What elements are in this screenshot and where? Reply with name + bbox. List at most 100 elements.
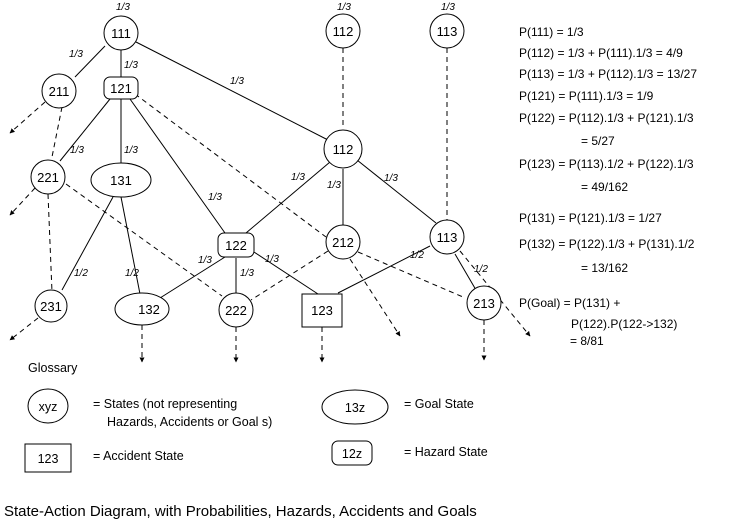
node-label-212: 212 (332, 235, 354, 250)
node-label-221: 221 (37, 170, 59, 185)
label-112-122: 1/3 (291, 172, 305, 183)
edge-131-231 (61, 196, 114, 291)
state-node-212 (325, 224, 361, 260)
node-label-231: 231 (40, 299, 62, 314)
edges-solid (59, 41, 477, 299)
label-122-123: 1/3 (265, 254, 279, 265)
goal-node-132 (114, 292, 170, 326)
label-113-123: 1/2 (410, 250, 424, 261)
edge-131-132 (120, 196, 141, 295)
prob-label-113-in: 1/3 (441, 2, 455, 13)
glossary-state-symbol (27, 388, 69, 424)
state-node-211 (41, 73, 77, 109)
equation-p112: P(112) = 1/3 + P(111).1/3 = 4/9 (519, 46, 683, 60)
edge-211-221 (51, 106, 63, 158)
edge-212-213 (357, 251, 464, 298)
equation-p122-result: = 5/27 (581, 134, 615, 148)
equation-pgoal-term: P(122).P(122->132) (571, 317, 677, 331)
edge-121-122 (129, 98, 226, 234)
equation-p111: P(111) = 1/3 (519, 25, 584, 39)
prob-label-111-in: 1/3 (116, 2, 130, 13)
label-112-212: 1/3 (327, 180, 341, 191)
node-labels: 111 112 113 211 121 221 131 112 122 212 … (37, 24, 495, 318)
node-label-113-mid: 113 (437, 230, 458, 245)
glossary-title: Glossary (28, 361, 78, 375)
glossary-state-desc-2: Hazards, Accidents or Goal s) (107, 415, 272, 429)
arrow-221-out (9, 187, 36, 216)
label-121-221: 1/3 (70, 145, 84, 156)
glossary-hazard-symbol (331, 440, 373, 466)
node-label-112-top: 112 (333, 24, 354, 39)
edge-111-112 (135, 41, 331, 142)
edge-labels: 1/3 1/3 1/3 1/3 1/3 1/3 1/3 1/3 1/3 1/2 … (69, 49, 488, 279)
label-111-211: 1/3 (69, 49, 83, 60)
edge-221-231 (47, 193, 53, 293)
label-122-132: 1/3 (198, 255, 212, 266)
label-111-112: 1/3 (230, 76, 244, 87)
node-label-111: 111 (111, 26, 131, 41)
edge-122-132 (159, 256, 226, 299)
hazard-node-121 (103, 76, 139, 100)
label-121-131: 1/3 (124, 145, 138, 156)
equation-p132-result: = 13/162 (581, 261, 628, 275)
label-112-113: 1/3 (384, 173, 398, 184)
label-111-121: 1/3 (124, 60, 138, 71)
diagram-caption: State-Action Diagram, with Probabilities… (4, 503, 477, 520)
state-node-112-mid (323, 129, 363, 169)
edge-112-122 (245, 161, 331, 234)
state-node-113-top (429, 13, 465, 49)
edges-dashed (47, 48, 464, 301)
equation-p132: P(132) = P(122).1/3 + P(131).1/2 (519, 237, 695, 251)
label-113-213: 1/2 (474, 264, 488, 275)
label-131-132: 1/2 (125, 268, 139, 279)
edge-121-212 (134, 93, 327, 238)
nodes (30, 13, 502, 328)
equation-p123: P(123) = P(113).1/2 + P(122).1/3 (519, 157, 694, 171)
node-label-121: 121 (110, 81, 132, 96)
equation-p122: P(122) = P(112).1/3 + P(121).1/3 (519, 111, 694, 125)
label-121-122: 1/3 (208, 192, 222, 203)
equation-p121: P(121) = P(111).1/3 = 1/9 (519, 89, 654, 103)
state-node-222 (218, 292, 254, 328)
label-131-231: 1/2 (74, 268, 88, 279)
arrow-212-out (349, 258, 401, 337)
node-label-132: 132 (138, 302, 160, 317)
equation-p123-result: = 49/162 (581, 180, 628, 194)
equation-pgoal-result: = 8/81 (570, 334, 604, 348)
state-node-112-top (325, 13, 361, 49)
equation-p113: P(113) = 1/3 + P(112).1/3 = 13/27 (519, 67, 697, 81)
state-node-231 (34, 289, 68, 323)
state-node-113-mid (429, 219, 465, 255)
probability-equations: P(111) = 1/3 P(112) = 1/3 + P(111).1/3 =… (519, 25, 697, 348)
glossary-goal-desc: = Goal State (404, 397, 474, 411)
edge-111-211 (74, 45, 106, 78)
node-label-112-mid: 112 (333, 142, 354, 157)
edge-121-221 (59, 98, 111, 162)
accident-node-123 (301, 293, 343, 328)
arrow-211-out (9, 101, 46, 134)
node-label-113-top: 113 (437, 24, 458, 39)
edge-212-222 (250, 250, 329, 301)
edge-112-113 (356, 159, 437, 224)
goal-node-131 (90, 162, 152, 198)
arrow-231-out (9, 317, 39, 341)
glossary-goal-symbol (321, 389, 389, 425)
hazard-node-122 (217, 232, 255, 258)
state-node-221 (30, 159, 66, 195)
glossary-accident-symbol-label: 123 (38, 452, 59, 466)
glossary-hazard-symbol-label: 12z (342, 447, 362, 461)
node-label-213: 213 (473, 296, 495, 311)
glossary-accident-desc: = Accident State (93, 449, 184, 463)
state-node-213 (466, 285, 502, 321)
glossary-goal-symbol-label: 13z (345, 401, 365, 415)
glossary: Glossary xyz = States (not representing … (24, 361, 488, 473)
label-122-222: 1/3 (240, 268, 254, 279)
node-label-122: 122 (225, 238, 247, 253)
equation-p131: P(131) = P(121).1/3 = 1/27 (519, 211, 662, 225)
prob-label-112-in: 1/3 (337, 2, 351, 13)
node-label-222: 222 (225, 303, 247, 318)
glossary-state-symbol-label: xyz (39, 400, 58, 414)
node-label-131: 131 (110, 173, 132, 188)
node-label-123: 123 (311, 303, 333, 318)
